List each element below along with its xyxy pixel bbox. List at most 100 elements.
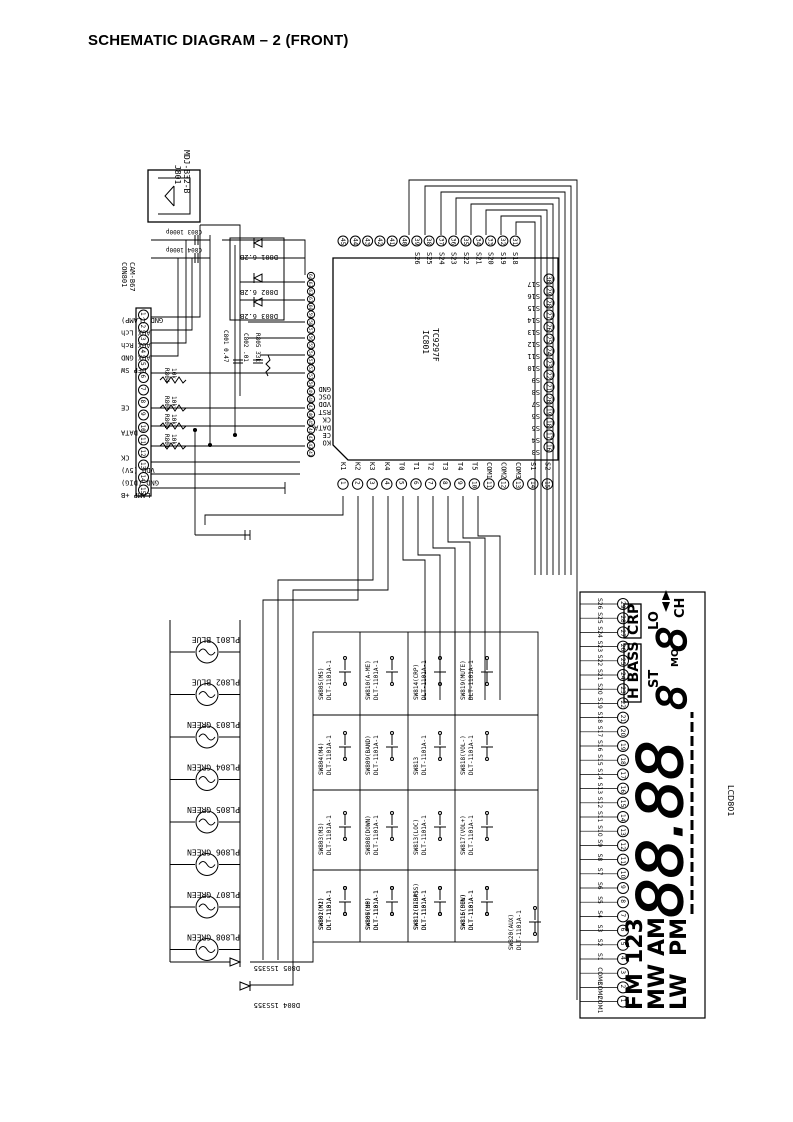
lamp-label: PL805 GREEN bbox=[187, 805, 240, 814]
ic-pin: 43 bbox=[362, 235, 374, 247]
connector-pin-number: 10 bbox=[139, 425, 146, 433]
svg-text:26: 26 bbox=[619, 644, 626, 652]
connector-pin-number: 6 bbox=[139, 375, 146, 379]
svg-text:S8: S8 bbox=[532, 388, 540, 396]
lcd-ch: CH bbox=[673, 598, 688, 618]
svg-text:S1: S1 bbox=[529, 462, 537, 470]
switch: SW817(VOL+)DLT-1101A-1 bbox=[460, 811, 493, 855]
svg-text:COM1: COM1 bbox=[596, 996, 603, 1014]
switch: SW805(M5)DLT-1101A-1 bbox=[318, 656, 351, 700]
zener-label: D802 6.2B bbox=[240, 288, 278, 296]
svg-text:S22: S22 bbox=[596, 655, 603, 667]
svg-text:DLT-1101A-1: DLT-1101A-1 bbox=[373, 660, 380, 700]
svg-text:20: 20 bbox=[545, 396, 552, 404]
svg-text:44: 44 bbox=[351, 238, 358, 246]
svg-text:SW804(M4): SW804(M4) bbox=[318, 742, 325, 775]
svg-text:54: 54 bbox=[307, 351, 313, 357]
connector-pin-name: CK bbox=[120, 454, 129, 462]
svg-text:62: 62 bbox=[307, 289, 313, 295]
connector-pin-number: 1 bbox=[139, 312, 146, 316]
svg-text:33: 33 bbox=[487, 238, 494, 246]
r805-label: R805 33k bbox=[254, 333, 261, 362]
svg-text:KO: KO bbox=[323, 439, 331, 447]
svg-text:41: 41 bbox=[388, 238, 395, 246]
ic-pin: 56 bbox=[306, 333, 316, 342]
svg-text:5: 5 bbox=[619, 942, 626, 946]
svg-text:S11: S11 bbox=[527, 352, 540, 360]
svg-text:30: 30 bbox=[545, 276, 552, 284]
svg-text:21: 21 bbox=[545, 384, 552, 392]
lcd-crp: CRP bbox=[626, 604, 642, 635]
svg-text:RST: RST bbox=[318, 408, 331, 416]
svg-text:S24: S24 bbox=[437, 252, 445, 265]
svg-text:29: 29 bbox=[619, 601, 626, 609]
svg-text:S19: S19 bbox=[499, 252, 507, 265]
lcd-lw: LW bbox=[667, 973, 692, 1010]
svg-text:31: 31 bbox=[511, 238, 518, 246]
svg-text:SW806(M6): SW806(M6) bbox=[365, 897, 372, 930]
jack-ref: J801 bbox=[173, 165, 182, 184]
svg-text:S4: S4 bbox=[596, 910, 603, 918]
svg-text:SW819(MUTE): SW819(MUTE) bbox=[460, 660, 467, 700]
ic-pin: 8T3 bbox=[439, 462, 451, 490]
svg-text:SW803(M3): SW803(M3) bbox=[318, 822, 325, 855]
svg-text:42: 42 bbox=[376, 238, 383, 246]
svg-text:11: 11 bbox=[485, 481, 492, 489]
lcd-hbass: H BASS bbox=[626, 641, 642, 699]
connector-pin-name: GND (DIG) bbox=[121, 479, 159, 487]
svg-text:19: 19 bbox=[545, 408, 552, 416]
svg-text:S18: S18 bbox=[596, 712, 603, 724]
svg-text:DLT-1101A-1: DLT-1101A-1 bbox=[516, 910, 523, 950]
zener-label: D801 6.2B bbox=[240, 253, 278, 261]
svg-text:1: 1 bbox=[619, 999, 626, 1003]
arrow-right-icon bbox=[662, 590, 670, 600]
ic-pin: 52 bbox=[306, 364, 316, 373]
svg-text:27: 27 bbox=[545, 312, 552, 320]
svg-text:S25: S25 bbox=[425, 252, 433, 265]
svg-text:DLT-1101A-1: DLT-1101A-1 bbox=[373, 890, 380, 930]
svg-text:S16: S16 bbox=[596, 740, 603, 752]
connector-pin-name: DATA bbox=[120, 429, 138, 437]
svg-text:12: 12 bbox=[619, 842, 626, 850]
svg-text:8: 8 bbox=[619, 899, 626, 903]
ic-pin: 42 bbox=[306, 441, 316, 450]
lcd-pin: 1 COM1 bbox=[580, 995, 629, 1014]
svg-text:OSC: OSC bbox=[318, 393, 331, 401]
switch: SW815(POW)DLT-1101A-1 bbox=[460, 886, 493, 930]
lcd-pin: 5S2 bbox=[580, 938, 629, 951]
svg-text:6: 6 bbox=[619, 928, 626, 932]
svg-text:S17: S17 bbox=[527, 280, 540, 288]
d805-label: D805 1SS355 bbox=[254, 964, 300, 972]
connector-pin-number: 14 bbox=[139, 475, 146, 483]
connector-pin: 9 bbox=[138, 409, 149, 421]
svg-text:16: 16 bbox=[545, 444, 552, 452]
ic-pin: 45 bbox=[337, 235, 349, 247]
svg-text:49: 49 bbox=[307, 390, 313, 396]
svg-text:23: 23 bbox=[545, 360, 552, 368]
svg-text:14: 14 bbox=[529, 481, 536, 489]
svg-text:DLT-1101A-1: DLT-1101A-1 bbox=[468, 890, 475, 930]
c802-label: C802 .01 bbox=[242, 333, 249, 362]
zener-label: D803 6.2B bbox=[240, 312, 278, 320]
svg-text:COM3: COM3 bbox=[596, 967, 603, 985]
lcd-ch-digit-2: 8 bbox=[650, 627, 696, 652]
svg-text:DLT-1101A-1: DLT-1101A-1 bbox=[421, 660, 428, 700]
svg-text:3: 3 bbox=[619, 970, 626, 974]
svg-text:21: 21 bbox=[619, 715, 626, 723]
svg-text:S24: S24 bbox=[596, 626, 603, 638]
lamp: PL808 GREEN bbox=[170, 933, 240, 961]
svg-text:43: 43 bbox=[307, 436, 313, 442]
